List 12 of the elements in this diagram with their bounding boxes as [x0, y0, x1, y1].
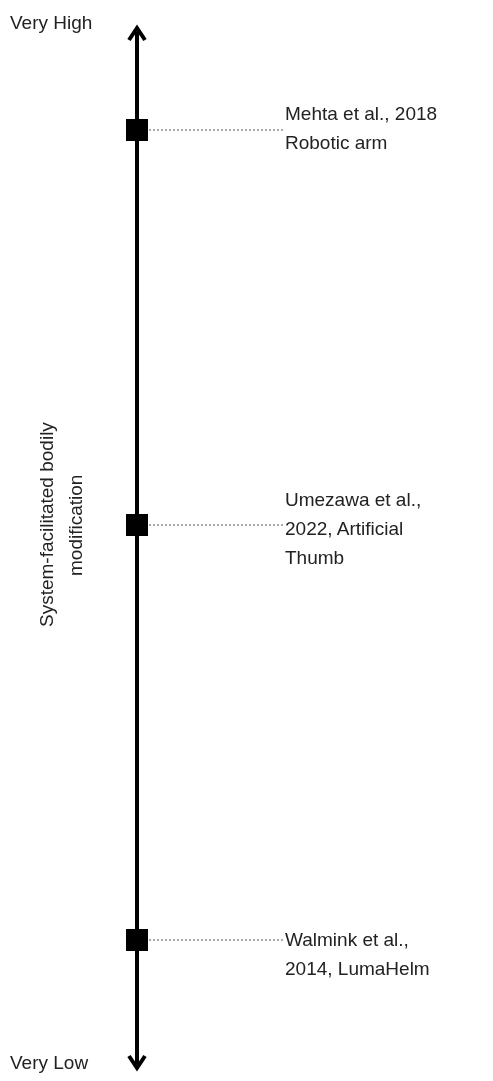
- leader-line: [147, 129, 284, 131]
- marker-square: [126, 929, 148, 951]
- reference-label: Walmink et al., 2014, LumaHelm: [285, 925, 450, 983]
- leader-line: [147, 524, 284, 526]
- reference-label: Mehta et al., 2018 Robotic arm: [285, 99, 485, 157]
- marker-square: [126, 514, 148, 536]
- leader-line: [147, 939, 284, 941]
- reference-label: Umezawa et al., 2022, Artificial Thumb: [285, 485, 435, 572]
- axis-end-label: Very High: [10, 11, 93, 35]
- axis-end-label: Very Low: [10, 1051, 89, 1075]
- marker-square: [126, 119, 148, 141]
- axis-title: System-facilitated bodily modification: [35, 421, 87, 630]
